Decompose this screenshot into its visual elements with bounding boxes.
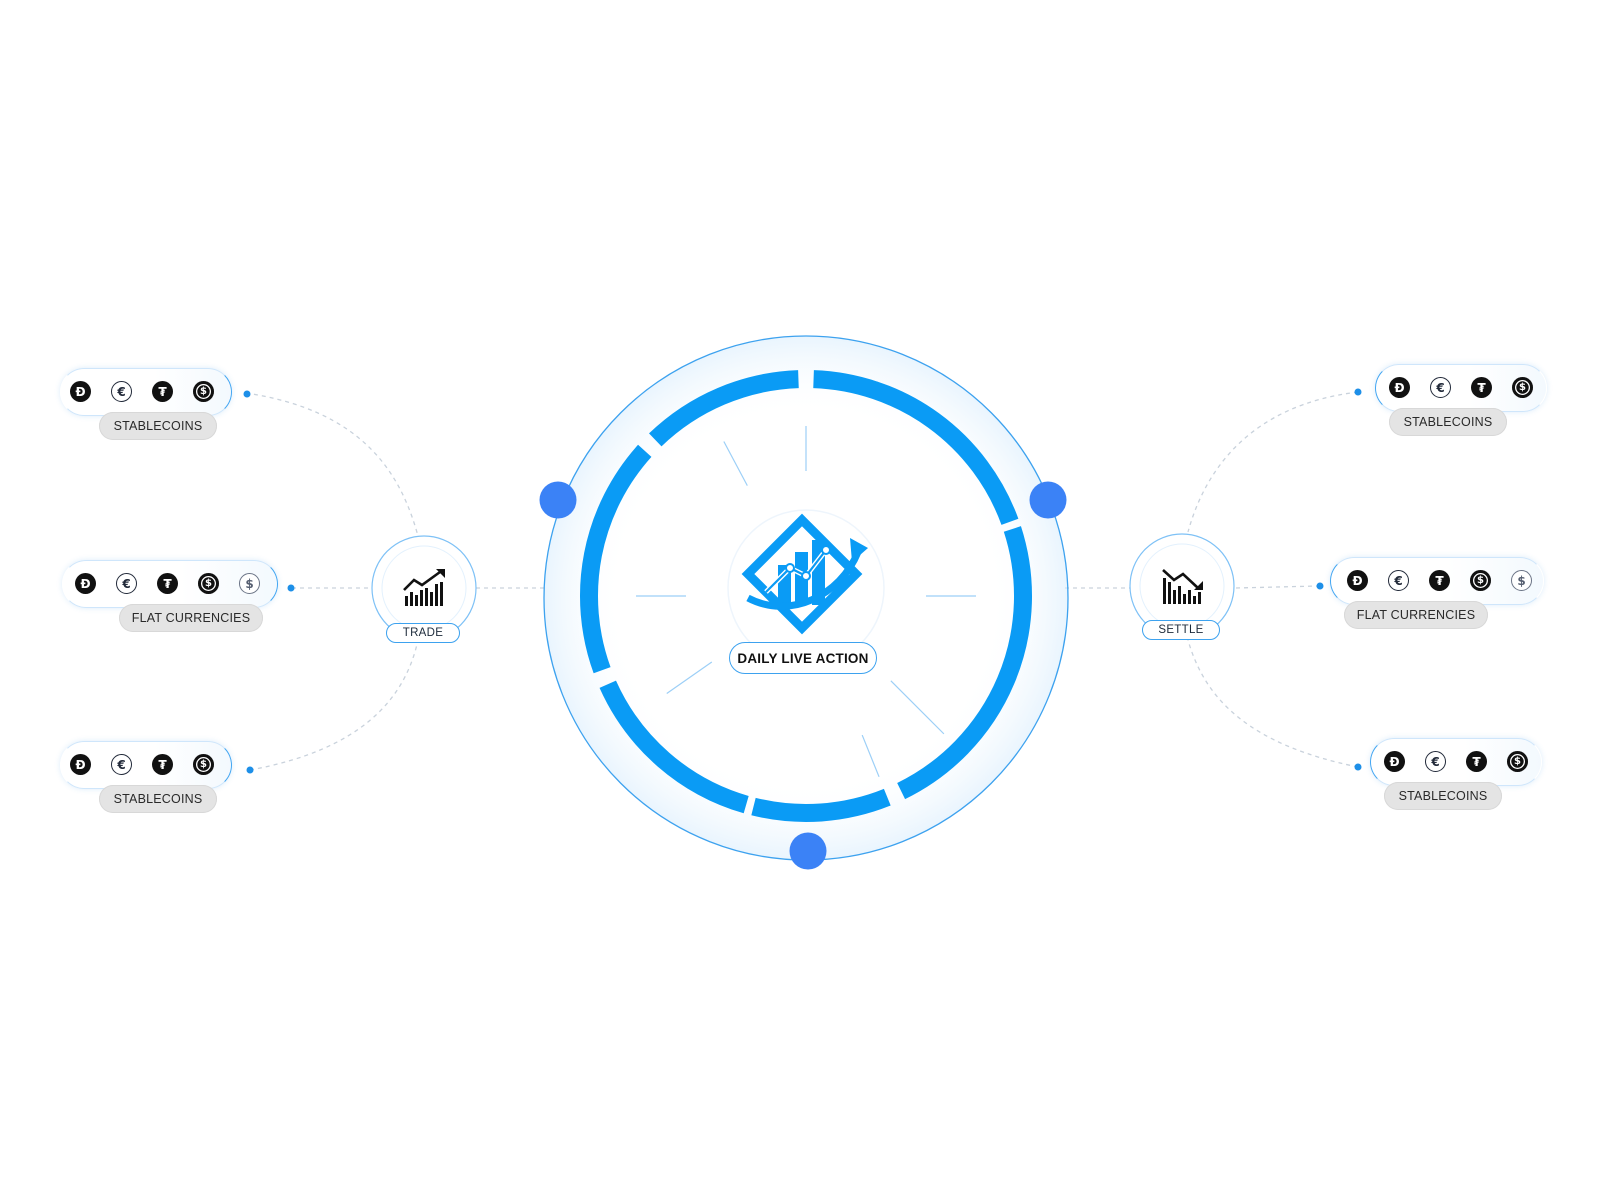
- ring-segment: [813, 370, 1019, 525]
- usdc-icon: $: [193, 754, 214, 775]
- dollar-icon: $: [239, 573, 260, 594]
- ring-segments: [580, 370, 1032, 822]
- tether-icon: ₮: [157, 573, 178, 594]
- currency-icons: Ð € ₮ $ $: [75, 573, 260, 594]
- ring-node-right: [1029, 481, 1067, 519]
- ring-segment: [599, 680, 749, 814]
- ring-spoke: [861, 734, 880, 778]
- stablecoins-group-left-top[interactable]: Ð € ₮ $ STABLECOINS: [60, 368, 232, 444]
- usdc-icon: $: [193, 381, 214, 402]
- connector-right-mid: [1235, 585, 1319, 589]
- stablecoins-tag: STABLECOINS: [99, 412, 217, 440]
- endpoint-dot: [1354, 763, 1362, 771]
- connector-left-bot: [249, 639, 419, 771]
- connector-left-top: [245, 392, 419, 537]
- dai-icon: Ð: [1389, 377, 1410, 398]
- stablecoins-tag: STABLECOINS: [99, 785, 217, 813]
- currency-icons: Ð € ₮ $: [1384, 751, 1528, 772]
- currency-icons: Ð € ₮ $: [70, 754, 214, 775]
- dollar-icon: $: [1511, 570, 1532, 591]
- growth-chart-icon: [741, 513, 868, 635]
- euro-icon: €: [116, 573, 137, 594]
- ring-segment: [751, 788, 891, 822]
- flat-currencies-group-left[interactable]: Ð € ₮ $ $ FLAT CURRENCIES: [62, 560, 278, 636]
- stablecoins-group-right-bottom[interactable]: Ð € ₮ $ STABLECOINS: [1370, 738, 1542, 814]
- currency-icons: Ð € ₮ $: [70, 381, 214, 402]
- flat-currencies-tag: FLAT CURRENCIES: [1344, 601, 1488, 629]
- usdc-icon: $: [1507, 751, 1528, 772]
- ring-spoke: [666, 661, 713, 694]
- ring-node-left: [539, 481, 577, 519]
- ring-spoke: [890, 680, 945, 735]
- usdc-icon: $: [1512, 377, 1533, 398]
- trade-label: TRADE: [386, 623, 460, 643]
- tether-icon: ₮: [1471, 377, 1492, 398]
- ring-spoke: [723, 441, 748, 486]
- endpoint-dot: [246, 766, 254, 774]
- endpoint-dot: [243, 390, 251, 398]
- currency-icons: Ð € ₮ $ $: [1347, 570, 1532, 591]
- ring-node-bottom: [789, 832, 827, 870]
- tether-icon: ₮: [1429, 570, 1450, 591]
- euro-icon: €: [111, 381, 132, 402]
- stablecoins-tag: STABLECOINS: [1384, 782, 1502, 810]
- stablecoins-tag: STABLECOINS: [1389, 408, 1507, 436]
- dai-icon: Ð: [75, 573, 96, 594]
- endpoint-dot: [1354, 388, 1362, 396]
- ring-segment: [897, 526, 1032, 800]
- connector-right-bot: [1187, 639, 1359, 768]
- flat-currencies-tag: FLAT CURRENCIES: [119, 604, 263, 632]
- tether-icon: ₮: [152, 381, 173, 402]
- euro-icon: €: [111, 754, 132, 775]
- usdc-icon: $: [1470, 570, 1491, 591]
- tether-icon: ₮: [152, 754, 173, 775]
- dai-icon: Ð: [1384, 751, 1405, 772]
- daily-live-action-label: DAILY LIVE ACTION: [729, 642, 877, 674]
- stablecoins-group-left-bottom[interactable]: Ð € ₮ $ STABLECOINS: [60, 741, 232, 817]
- endpoint-dot: [1316, 582, 1324, 590]
- ring-segment: [649, 370, 799, 447]
- dai-icon: Ð: [70, 754, 91, 775]
- connector-right-top: [1187, 391, 1359, 533]
- dai-icon: Ð: [70, 381, 91, 402]
- currency-icons: Ð € ₮ $: [1389, 377, 1533, 398]
- ring-segment: [580, 444, 652, 674]
- tether-icon: ₮: [1466, 751, 1487, 772]
- euro-icon: €: [1430, 377, 1451, 398]
- dai-icon: Ð: [1347, 570, 1368, 591]
- flat-currencies-group-right[interactable]: Ð € ₮ $ $ FLAT CURRENCIES: [1330, 557, 1544, 633]
- usdc-icon: $: [198, 573, 219, 594]
- endpoint-dot: [287, 584, 295, 592]
- settle-label: SETTLE: [1142, 620, 1220, 640]
- euro-icon: €: [1388, 570, 1409, 591]
- ring-spokes: [636, 426, 976, 778]
- euro-icon: €: [1425, 751, 1446, 772]
- stablecoins-group-right-top[interactable]: Ð € ₮ $ STABLECOINS: [1375, 364, 1547, 440]
